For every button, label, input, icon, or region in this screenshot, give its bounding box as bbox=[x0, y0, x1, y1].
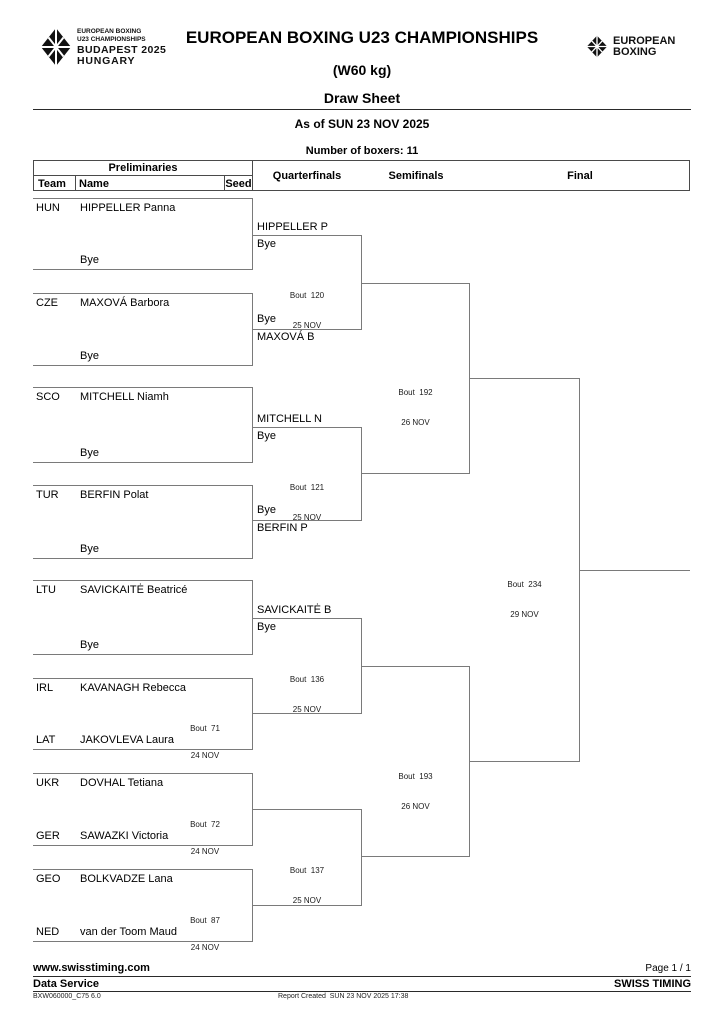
advancer-name: BERFIN P bbox=[257, 522, 308, 534]
footer-page-number: Page 1 / 1 bbox=[645, 963, 691, 974]
team-code: GEO bbox=[36, 873, 61, 885]
team-code: UKR bbox=[36, 777, 60, 789]
prelim-pair-5: LTU SAVICKAITĖ Beatricé Bye bbox=[33, 580, 253, 655]
advancer-note: Bye bbox=[257, 313, 276, 325]
boxer-name: SAVICKAITĖ Beatricé bbox=[80, 584, 188, 596]
team-code: HUN bbox=[36, 202, 60, 214]
column-preliminaries: Preliminaries bbox=[34, 161, 252, 176]
advancer-note: Bye bbox=[257, 504, 276, 516]
bout-label: Bout 137 25 NOV bbox=[289, 866, 325, 905]
sf-bracket-1: Bout 192 26 NOV bbox=[362, 283, 470, 474]
rounds-header-table: Quarterfinals Semifinals Final bbox=[253, 160, 690, 191]
final-bracket: Bout 234 29 NOV bbox=[470, 378, 580, 762]
prelim-pair-1: HUN HIPPELLER Panna Bye bbox=[33, 198, 253, 270]
prelim-pair-2: CZE MAXOVÁ Barbora Bye bbox=[33, 293, 253, 366]
bout-label: Bout 136 25 NOV bbox=[289, 675, 325, 714]
footer-website: www.swisstiming.com bbox=[33, 962, 150, 974]
as-of-date: As of SUN 23 NOV 2025 bbox=[294, 117, 430, 131]
prelim-pair-3: SCO MITCHELL Niamh Bye bbox=[33, 387, 253, 463]
column-seed: Seed bbox=[225, 178, 252, 190]
boxer-name: MAXOVÁ Barbora bbox=[80, 297, 170, 309]
opponent-name: van der Toom Maud bbox=[80, 926, 178, 938]
opponent-name: Bye bbox=[80, 254, 99, 266]
qf-bracket-1: HIPPELLER P Bye Bout 120 25 NOV Bye MAXO… bbox=[253, 221, 362, 343]
table-divider bbox=[224, 176, 225, 191]
boxer-name: KAVANAGH Rebecca bbox=[80, 682, 186, 694]
footer-divider bbox=[33, 976, 691, 977]
opponent-team-code: NED bbox=[36, 926, 60, 938]
opponent-name: JAKOVLEVA Laura bbox=[80, 734, 174, 746]
column-semifinals: Semifinals bbox=[388, 170, 444, 182]
column-name: Name bbox=[79, 178, 109, 190]
footer-service: Data Service bbox=[33, 978, 100, 990]
advancer-name: MAXOVÁ B bbox=[257, 331, 315, 343]
column-quarterfinals: Quarterfinals bbox=[272, 170, 342, 182]
footer-report-code: BXW060000_C75 6.0 bbox=[33, 993, 101, 1000]
qf-bracket-3: SAVICKAITĖ B Bye Bout 136 25 NOV bbox=[253, 604, 362, 714]
footer-brand: SWISS TIMING bbox=[614, 978, 691, 990]
org-logo-line2: BOXING bbox=[613, 46, 657, 58]
opponent-name: Bye bbox=[80, 447, 99, 459]
event-logo-line4: HUNGARY bbox=[77, 55, 136, 67]
footer-report-created: Report Created SUN 23 NOV 2025 17:38 bbox=[278, 993, 409, 1000]
boxer-name: BERFIN Polat bbox=[80, 489, 149, 501]
boxer-name: HIPPELLER Panna bbox=[80, 202, 176, 214]
opponent-team-code: GER bbox=[36, 830, 60, 842]
bout-label: Bout 121 25 NOV bbox=[289, 483, 325, 522]
org-logo-line1: EUROPEAN bbox=[613, 35, 676, 47]
prelim-pair-8: GEO BOLKVADZE Lana Bout 87 24 NOV NED va… bbox=[33, 869, 253, 952]
opponent-name: SAWAZKI Victoria bbox=[80, 830, 169, 842]
bout-label: Bout 71 24 NOV bbox=[190, 724, 220, 760]
prelim-pair-4: TUR BERFIN Polat Bye bbox=[33, 485, 253, 559]
bout-label: Bout 72 24 NOV bbox=[190, 820, 220, 856]
sf-bracket-2: Bout 193 26 NOV bbox=[362, 666, 470, 857]
team-code: CZE bbox=[36, 297, 58, 309]
team-code: LTU bbox=[36, 584, 56, 596]
bout-label: Bout 234 29 NOV bbox=[507, 580, 542, 619]
opponent-name: Bye bbox=[80, 543, 99, 555]
preliminaries-header-table: Preliminaries Team Name Seed bbox=[33, 160, 253, 191]
team-code: TUR bbox=[36, 489, 59, 501]
column-final: Final bbox=[567, 170, 593, 182]
advancer-name: HIPPELLER P bbox=[257, 221, 328, 233]
org-diamond-logo-icon bbox=[586, 35, 608, 58]
advancer-name: SAVICKAITĖ B bbox=[257, 604, 332, 616]
page-title: EUROPEAN BOXING U23 CHAMPIONSHIPS bbox=[185, 28, 539, 47]
prelim-pair-7: UKR DOVHAL Tetiana Bout 72 24 NOV GER SA… bbox=[33, 773, 253, 856]
advancer-note: Bye bbox=[257, 430, 276, 442]
qf-bracket-4: Bout 137 25 NOV bbox=[253, 809, 362, 906]
footer-divider bbox=[33, 991, 691, 992]
bout-label: Bout 120 25 NOV bbox=[289, 291, 325, 330]
winner-line bbox=[580, 570, 690, 571]
team-code: SCO bbox=[36, 391, 60, 403]
opponent-team-code: LAT bbox=[36, 734, 56, 746]
boxer-name: BOLKVADZE Lana bbox=[80, 873, 173, 885]
sheet-type: Draw Sheet bbox=[323, 90, 401, 106]
column-team: Team bbox=[38, 178, 66, 190]
opponent-name: Bye bbox=[80, 639, 99, 651]
header-divider bbox=[33, 109, 691, 110]
opponent-name: Bye bbox=[80, 350, 99, 362]
boxer-count: Number of boxers: 11 bbox=[305, 145, 419, 157]
bout-label: Bout 192 26 NOV bbox=[398, 388, 433, 427]
team-code: IRL bbox=[36, 682, 54, 694]
boxer-name: DOVHAL Tetiana bbox=[80, 777, 164, 789]
event-diamond-logo-icon bbox=[41, 28, 71, 66]
bout-label: Bout 193 26 NOV bbox=[398, 772, 433, 811]
advancer-note: Bye bbox=[257, 621, 276, 633]
qf-bracket-2: MITCHELL N Bye Bout 121 25 NOV Bye BERFI… bbox=[253, 413, 362, 534]
advancer-note: Bye bbox=[257, 238, 276, 250]
table-divider bbox=[75, 176, 76, 191]
weight-category: (W60 kg) bbox=[332, 62, 392, 78]
event-logo-line2: U23 CHAMPIONSHIPS bbox=[77, 36, 146, 43]
boxer-name: MITCHELL Niamh bbox=[80, 391, 169, 403]
prelim-pair-6: IRL KAVANAGH Rebecca Bout 71 24 NOV LAT … bbox=[33, 678, 253, 760]
bout-label: Bout 87 24 NOV bbox=[190, 916, 220, 952]
event-logo-line1: EUROPEAN BOXING bbox=[77, 28, 142, 35]
advancer-name: MITCHELL N bbox=[257, 413, 322, 425]
event-logo-line3: BUDAPEST 2025 bbox=[77, 44, 167, 56]
